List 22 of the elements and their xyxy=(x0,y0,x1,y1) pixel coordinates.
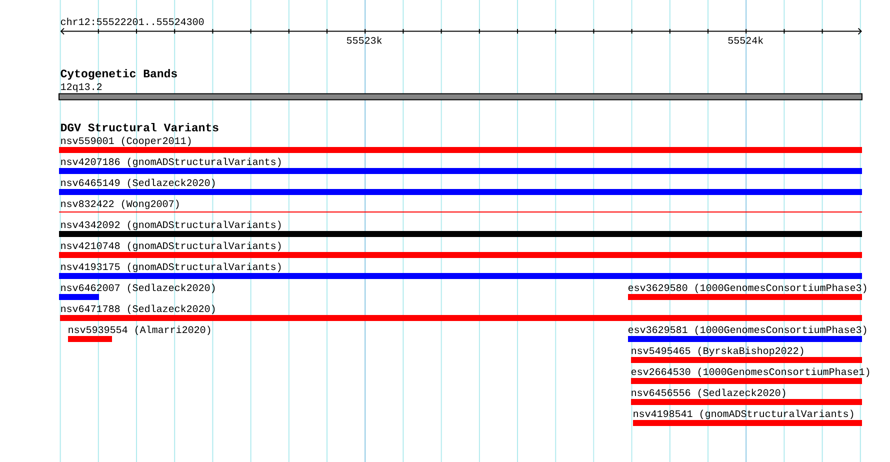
feature-label: nsv832422 (Wong2007) xyxy=(61,200,179,210)
feature-label: nsv6456556 (Sedlazeck2020) xyxy=(632,388,786,398)
feature-label: nsv5495465 (ByrskaBishop2022) xyxy=(632,346,804,356)
feature-label: nsv4207186 (gnomADStructuralVariants) xyxy=(61,158,281,168)
track-title: DGV Structural Variants xyxy=(61,122,218,132)
feature-label: nsv4342092 (gnomADStructuralVariants) xyxy=(61,220,281,230)
feature-label: nsv4210748 (gnomADStructuralVariants) xyxy=(61,242,281,252)
feature-label: esv3629581 (1000GenomesConsortiumPhase3) xyxy=(628,326,866,336)
feature-label: esv2664530 (1000GenomesConsortiumPhase1) xyxy=(631,368,870,378)
coordinate-label: chr12:55522201..55524300 xyxy=(60,18,204,26)
feature-label: nsv4198541 (gnomADStructuralVariants) xyxy=(634,410,854,420)
feature-label: nsv6462007 (Sedlazeck2020) xyxy=(61,284,215,294)
feature-label: nsv6465149 (Sedlazeck2020) xyxy=(61,178,215,188)
feature-label: nsv6471788 (Sedlazeck2020) xyxy=(61,304,215,314)
tick-label: 55523k xyxy=(346,36,382,44)
tick-label: 55524k xyxy=(728,36,764,44)
feature-label: esv3629580 (1000GenomesConsortiumPhase3) xyxy=(628,284,866,294)
feature-label: nsv4193175 (gnomADStructuralVariants) xyxy=(61,262,281,272)
feature-label: nsv5939554 (Almarri2020) xyxy=(68,326,210,336)
feature-label: nsv559001 (Cooper2011) xyxy=(61,136,191,146)
track-title: Cytogenetic Bands xyxy=(60,68,177,80)
band-label: 12q13.2 xyxy=(61,83,102,92)
